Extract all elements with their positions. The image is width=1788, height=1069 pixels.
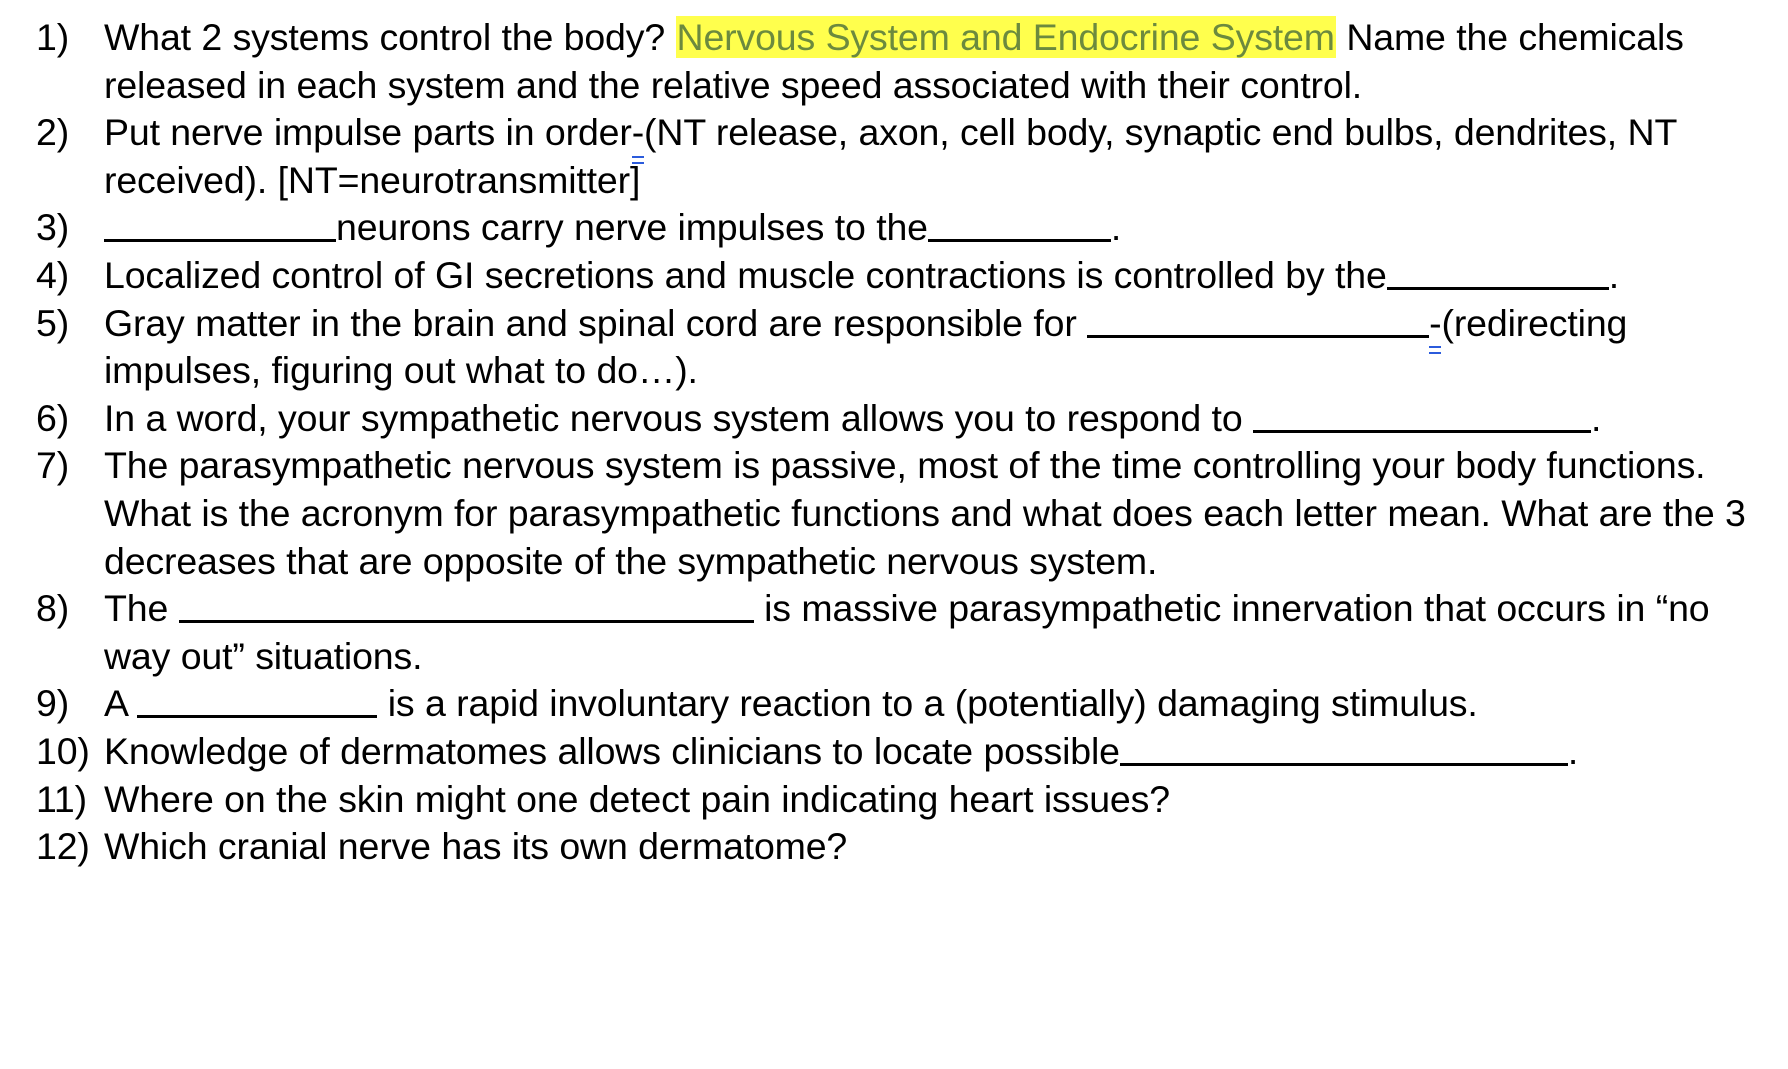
question-4-part-b: . [1608,253,1619,296]
fill-in-blank[interactable] [1253,400,1591,433]
list-item: 7) The parasympathetic nervous system is… [0,442,1788,585]
list-item-text: The parasympathetic nervous system is pa… [104,444,1746,582]
list-item: 1) What 2 systems control the body? Nerv… [0,14,1788,109]
list-item: 3) neurons carry nerve impulses to the. [0,204,1788,252]
list-item-text: Localized control of GI secretions and m… [104,254,1619,296]
list-item: 2) Put nerve impulse parts in order-(NT … [0,109,1788,204]
question-9-part-a: A [104,682,127,725]
question-1-part-a: What 2 systems control the body? [104,16,666,58]
list-item-text: A is a rapid involuntary reaction to a (… [104,682,1478,724]
list-item-number: 4) [36,253,70,296]
list-item-number: 5) [36,301,70,344]
question-2-part-b: (NT release, axon, cell body, synaptic e… [104,111,1677,201]
list-item-text: In a word, your sympathetic nervous syst… [104,397,1601,439]
list-item: 4) Localized control of GI secretions an… [0,252,1788,300]
list-item-number: 12) [36,825,90,868]
question-8-part-b: is massive parasympathetic innervation t… [104,587,1710,677]
fill-in-blank[interactable] [1386,257,1609,290]
question-9-part-b: is a rapid involuntary reaction to a (po… [387,682,1478,725]
question-5-part-a: Gray matter in the brain and spinal cord… [104,301,1077,344]
list-item-text: Put nerve impulse parts in order-(NT rel… [104,111,1677,201]
question-4-part-a: Localized control of GI secretions and m… [104,253,1387,296]
fill-in-blank[interactable] [1119,733,1568,766]
fill-in-blank[interactable] [1087,305,1430,338]
question-3-part-b: . [1110,206,1122,249]
list-item: 6) In a word, your sympathetic nervous s… [0,395,1788,443]
list-item-number: 6) [36,396,70,439]
fill-in-blank[interactable] [927,209,1111,243]
question-8-part-a: The [104,587,169,630]
fill-in-blank[interactable] [137,685,378,719]
question-10-part-a: Knowledge of dermatomes allows clinician… [104,729,1120,772]
question-2-part-a: Put nerve impulse parts in order [104,111,632,154]
list-item-number: 10) [36,729,90,772]
list-item-number: 9) [36,682,70,725]
grammar-suggestion-marker[interactable]: - [1429,300,1442,354]
fill-in-blank[interactable] [178,590,754,624]
list-item: 12) Which cranial nerve has its own derm… [0,823,1788,871]
list-item: 8) The is massive parasympathetic innerv… [0,585,1788,680]
list-item-text: What 2 systems control the body? Nervous… [104,16,1684,106]
list-item-number: 3) [36,206,70,249]
list-item-number: 7) [36,444,70,487]
list-item-number: 2) [36,111,70,154]
question-10-part-b: . [1567,729,1579,772]
list-item-number: 11) [36,777,87,820]
question-6-part-a: In a word, your sympathetic nervous syst… [104,396,1243,439]
list-item-text: neurons carry nerve impulses to the. [104,206,1121,248]
question-1-part-b: Name the chemicals released in each syst… [104,16,1684,106]
list-item-text: The is massive parasympathetic innervati… [104,587,1710,677]
list-item-number: 8) [36,587,70,630]
list-item-text: Knowledge of dermatomes allows clinician… [104,730,1578,772]
question-list: 1) What 2 systems control the body? Nerv… [0,14,1788,871]
list-item: 9) A is a rapid involuntary reaction to … [0,680,1788,728]
list-item: 10) Knowledge of dermatomes allows clini… [0,728,1788,776]
question-6-part-b: . [1591,396,1602,439]
question-3-part-a: neurons carry nerve impulses to the [336,206,928,249]
list-item-text: Where on the skin might one detect pain … [104,777,1170,820]
list-item: 11) Where on the skin might one detect p… [0,776,1788,824]
question-5-part-b: (redirecting impulses, figuring out what… [104,301,1628,392]
grammar-suggestion-marker[interactable]: - [631,109,645,164]
list-item-number: 1) [36,16,70,58]
list-item-text: Which cranial nerve has its own dermatom… [104,825,848,868]
list-item-text: Gray matter in the brain and spinal cord… [104,302,1627,392]
highlighted-answer: Nervous System and Endocrine System [675,16,1336,58]
fill-in-blank[interactable] [104,209,336,243]
list-item: 5) Gray matter in the brain and spinal c… [0,300,1788,395]
